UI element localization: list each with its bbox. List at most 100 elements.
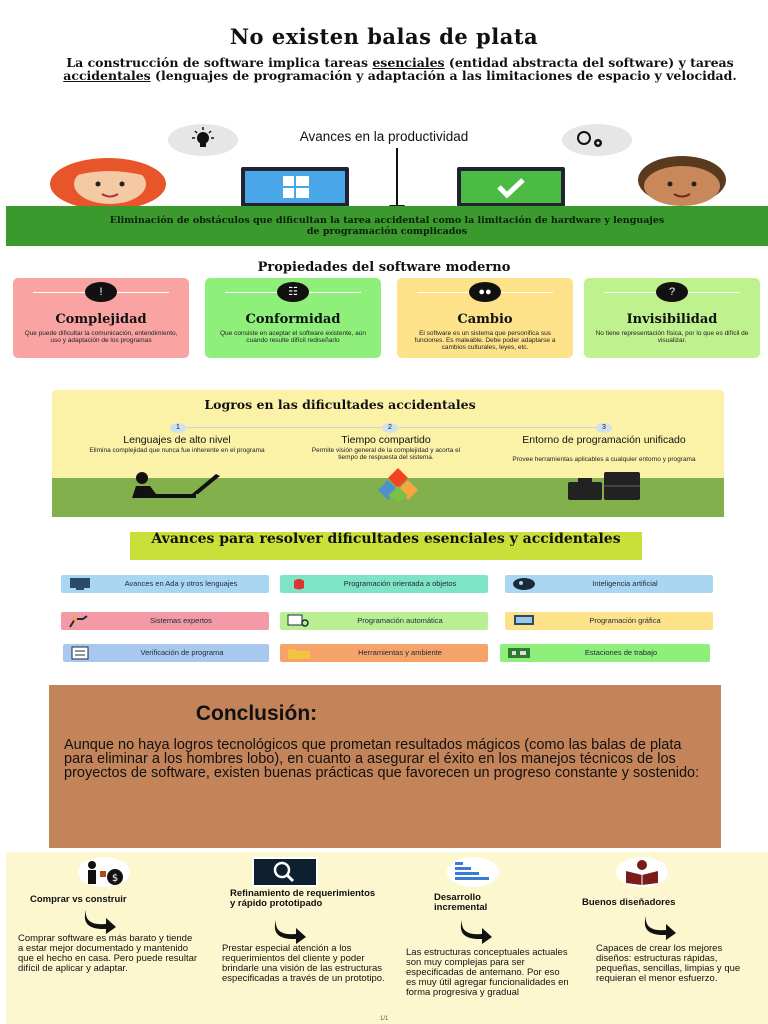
card-invisibilidad: ? Invisibilidad No tiene representación … — [584, 278, 760, 358]
productividad-arrow-line — [396, 148, 398, 210]
logro-number: 3 — [596, 423, 612, 433]
avance-label: Programación orientada a objetos — [343, 579, 457, 588]
person-laptop-icon — [132, 472, 220, 498]
avance-item: Verificación de programa — [63, 644, 269, 662]
avance-item: Sistemas expertos — [61, 612, 269, 630]
people-icon: ●● — [469, 282, 501, 302]
man-avatar-icon — [638, 156, 726, 206]
avance-item: Programación orientada a objetos — [280, 575, 488, 593]
toolbox-icon — [568, 472, 640, 500]
monitor-icon — [514, 615, 534, 625]
svg-text:$: $ — [112, 873, 118, 884]
practica-text: Las estructuras conceptuales actuales so… — [406, 947, 569, 998]
windows-monitor — [241, 167, 349, 207]
joomla-icon — [378, 468, 418, 502]
gear-bulb-bubble — [562, 124, 632, 156]
intro-paragraph: La construcción de software implica tare… — [60, 56, 740, 82]
conclusion-title: Conclusión: — [195, 702, 318, 725]
money-icon: $ — [78, 857, 130, 887]
magnifier-icon-box — [252, 857, 318, 887]
intro-term-accidentales: accidentales — [63, 68, 151, 83]
avance-label: Estaciones de trabajo — [584, 648, 658, 657]
card-complejidad: ! Complejidad Que puede dificultar la co… — [13, 278, 189, 358]
logro-number: 1 — [170, 423, 186, 433]
practica-text: Prestar especial atención a los requerim… — [222, 943, 385, 984]
curved-arrow-icon — [644, 916, 676, 940]
card-desc: Que consiste en aceptar el software exis… — [220, 330, 366, 344]
practica-title: Desarrollo incremental — [434, 892, 488, 913]
card-desc: El software es un sistema que personific… — [414, 330, 556, 351]
logro-name: Tiempo compartido — [341, 434, 431, 446]
invisible-icon: ? — [656, 282, 688, 302]
productividad-band: Eliminación de obstáculos que dificultan… — [6, 206, 768, 246]
curved-arrow-icon — [274, 920, 306, 944]
conclusion-text: Aunque no haya logros tecnológicos que p… — [64, 737, 700, 781]
checkmark-icon — [497, 178, 525, 199]
page-number: 1/1 — [380, 1016, 389, 1022]
folder-icon — [288, 649, 310, 659]
logro-number: 2 — [382, 423, 398, 433]
woman-avatar-icon — [50, 158, 166, 208]
avance-item: Inteligencia artificial — [505, 575, 713, 593]
logros-title: Logros en las dificultades accidentales — [204, 397, 476, 412]
practica-title: Comprar vs construir — [30, 894, 127, 905]
avance-item: Herramientas y ambiente — [280, 644, 488, 662]
java-icon — [294, 579, 304, 590]
warning-icon: ! — [85, 282, 117, 302]
productividad-label: Avances en la productividad — [299, 129, 469, 144]
page-title: No existen balas de plata — [229, 24, 539, 49]
practica-title: Refinamiento de requerimientos y rápido … — [230, 888, 376, 909]
monitor-icon — [70, 578, 90, 590]
card-desc: Que puede dificultar la comunicación, en… — [24, 330, 178, 344]
network-icon: ☷ — [277, 282, 309, 302]
card-desc: No tiene representación física, por lo q… — [595, 330, 749, 344]
avances-title: Avances para resolver dificultades esenc… — [130, 532, 642, 560]
card-conformidad: ☷ Conformidad Que consiste en aceptar el… — [205, 278, 381, 358]
logro-desc: Permite visión general de la complejidad… — [311, 447, 461, 461]
curved-arrow-icon — [84, 910, 116, 934]
avance-item: Avances en Ada y otros lenguajes — [61, 575, 269, 593]
propiedades-title: Propiedades del software moderno — [257, 260, 511, 275]
card-name: Invisibilidad — [626, 312, 718, 327]
intro-text-3: (lenguajes de programación y adaptación … — [150, 68, 737, 83]
card-cambio: ●● Cambio El software es un sistema que … — [397, 278, 573, 358]
bars-icon — [447, 857, 499, 887]
intro-text-1: La construcción de software implica tare… — [66, 55, 373, 70]
practica-title: Buenos diseñadores — [582, 897, 676, 908]
reader-icon — [616, 857, 668, 887]
avance-item: Programación automática — [280, 612, 488, 630]
avance-item: Estaciones de trabajo — [500, 644, 710, 662]
intro-term-esenciales: esenciales — [372, 55, 445, 70]
avance-item: Programación gráfica — [505, 612, 713, 630]
logro-name: Entorno de programación unificado — [522, 434, 686, 446]
gear-bulb-icon — [577, 131, 602, 147]
logro-desc: Provee herramientas aplicables a cualqui… — [512, 456, 696, 463]
brain-icon — [513, 578, 535, 590]
checklist-icon — [71, 646, 89, 660]
circuit-icon — [508, 648, 530, 658]
chart-search-icon — [287, 614, 309, 627]
logro-desc: Elimina complejidad que nunca fue inhere… — [89, 447, 265, 454]
windows-icon — [283, 176, 309, 198]
avance-label: Inteligencia artificial — [592, 579, 658, 588]
card-name: Complejidad — [55, 312, 147, 327]
avance-label: Sistemas expertos — [150, 616, 212, 625]
card-name: Cambio — [457, 312, 513, 327]
avance-label: Verificación de programa — [140, 648, 224, 657]
avance-label: Programación gráfica — [589, 616, 661, 625]
avance-label: Herramientas y ambiente — [358, 648, 442, 657]
robot-arm-icon — [69, 615, 88, 628]
practica-text: Capaces de crear los mejores diseños: es… — [596, 943, 741, 984]
lightbulb-icon — [192, 127, 214, 147]
curved-arrow-icon — [460, 920, 492, 944]
card-name: Conformidad — [245, 312, 341, 327]
avance-label: Programación automática — [357, 616, 443, 625]
intro-text-2: (entidad abstracta del software) y tarea… — [444, 55, 734, 70]
logro-name: Lenguajes de alto nivel — [123, 434, 231, 446]
conclusion-panel — [49, 685, 721, 848]
avance-label: Avances en Ada y otros lenguajes — [124, 579, 238, 588]
practica-text: Comprar software es más barato y tiende … — [18, 933, 198, 974]
check-monitor — [457, 167, 565, 207]
magnifier-icon — [254, 859, 316, 885]
lightbulb-bubble — [168, 124, 238, 156]
